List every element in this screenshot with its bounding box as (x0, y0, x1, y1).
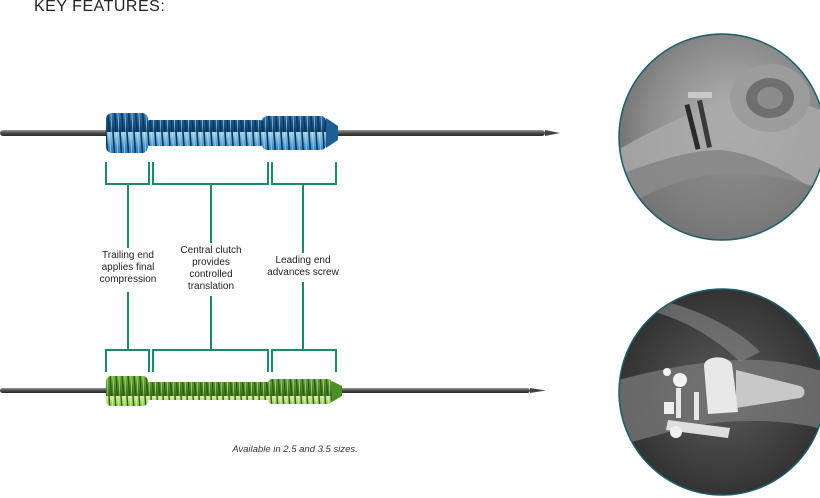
trailing-thread-bottom (106, 376, 148, 406)
central-clutch-annotation: Central clutch provides controlled trans… (180, 245, 242, 292)
implant-plate (704, 357, 738, 414)
bracket-trailing-bottom (105, 349, 150, 372)
xray-lateral-view (618, 33, 820, 241)
blue-compression-screw (0, 113, 560, 153)
trailing-end-annotation: Trailing end applies final compression (99, 250, 157, 285)
bracket-leading-top (271, 162, 337, 185)
availability-note: Available in 2.5 and 3.5 sizes. (232, 444, 358, 455)
leading-end-annotation: Leading end advances screw (267, 255, 339, 278)
leading-thread-top (262, 116, 326, 150)
central-shaft-top (146, 120, 264, 146)
central-shaft-bottom (146, 382, 270, 400)
xray-implant-view (618, 288, 820, 496)
leading-thread-bottom (268, 379, 332, 404)
key-features-heading: KEY FEATURES: (34, 0, 166, 15)
bracket-central-bottom (152, 349, 269, 372)
bracket-central-top (152, 162, 269, 185)
green-compression-screw (0, 376, 546, 406)
bracket-trailing-top (105, 162, 150, 185)
implanted-screw (684, 103, 701, 150)
trailing-thread-top (106, 113, 148, 153)
feature-brackets (105, 162, 337, 372)
bracket-leading-bottom (271, 349, 337, 372)
